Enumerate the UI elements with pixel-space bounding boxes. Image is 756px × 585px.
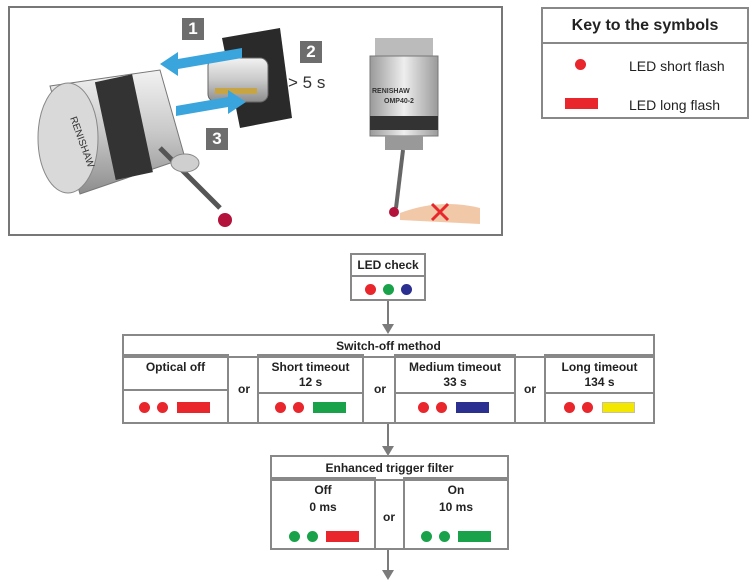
duration-label: > 5 s xyxy=(288,73,326,92)
switch-off-title: Switch-off method xyxy=(124,336,653,358)
option-filter-on: On 10 ms xyxy=(403,477,509,550)
red-dot-icon xyxy=(436,402,447,413)
arrow-remove xyxy=(160,48,242,76)
red-bar-icon xyxy=(565,98,598,109)
arrow-down-icon xyxy=(382,324,394,334)
red-dot-icon xyxy=(564,402,575,413)
step-1-badge: 1 xyxy=(182,18,204,40)
green-dot-icon xyxy=(439,531,450,542)
cell-divider xyxy=(396,392,514,394)
probe-body-right xyxy=(369,38,480,224)
cell-divider xyxy=(546,392,653,394)
option-value: 12 s xyxy=(298,375,323,389)
option-filter-off: Off 0 ms xyxy=(270,477,376,550)
green-bar-icon xyxy=(458,531,491,542)
led-check-title: LED check xyxy=(352,255,424,277)
green-dot-icon xyxy=(307,531,318,542)
option-value: 0 ms xyxy=(309,500,337,514)
probe-body-left: RENISHAW xyxy=(37,69,232,227)
connector-line xyxy=(387,550,389,572)
connector-line xyxy=(387,424,389,449)
probe-model-label: OMP40-2 xyxy=(384,98,414,105)
option-name: On xyxy=(447,483,465,497)
option-name: Optical off xyxy=(145,360,206,374)
trigger-filter-box: Enhanced trigger filter Off 0 ms or On 1… xyxy=(270,455,509,550)
red-dot-icon xyxy=(575,59,586,70)
blue-bar-icon xyxy=(456,402,489,413)
or-label: or xyxy=(383,510,395,524)
option-name: Long timeout xyxy=(561,360,638,374)
led-check-box: LED check xyxy=(350,253,426,301)
step-2-badge: 2 xyxy=(300,41,322,63)
trigger-filter-title: Enhanced trigger filter xyxy=(272,457,507,481)
red-bar-icon xyxy=(326,531,359,542)
key-title: Key to the symbols xyxy=(543,9,747,44)
switch-off-box: Switch-off method Optical off or Short t… xyxy=(122,334,655,424)
battery-cassette xyxy=(207,28,292,128)
or-label: or xyxy=(374,382,386,396)
connector-line xyxy=(387,301,389,327)
option-optical-off: Optical off xyxy=(122,354,229,424)
red-dot-icon xyxy=(365,284,376,295)
key-label-long: LED long flash xyxy=(629,97,721,113)
yellow-bar-icon xyxy=(602,402,635,413)
green-bar-icon xyxy=(313,402,346,413)
green-dot-icon xyxy=(383,284,394,295)
option-long-timeout: Long timeout 134 s xyxy=(544,354,655,424)
or-label: or xyxy=(238,382,250,396)
option-value: 10 ms xyxy=(438,500,474,514)
green-dot-icon xyxy=(421,531,432,542)
key-item-short-flash: LED short flash xyxy=(543,54,747,78)
arrow-down-icon xyxy=(382,446,394,456)
probe-illustration-panel: RENISHAW 1 2 3 > 5 s RENISHAW xyxy=(8,6,503,236)
red-dot-icon xyxy=(582,402,593,413)
cell-divider xyxy=(259,392,362,394)
red-dot-icon xyxy=(139,402,150,413)
or-label: or xyxy=(524,382,536,396)
arrow-down-icon xyxy=(382,570,394,580)
option-name: Medium timeout xyxy=(409,360,501,374)
probe-battery-illustration: RENISHAW xyxy=(37,28,480,227)
red-dot-icon xyxy=(275,402,286,413)
option-name: Short timeout xyxy=(271,360,350,374)
cell-divider xyxy=(124,389,227,391)
red-dot-icon xyxy=(418,402,429,413)
option-medium-timeout: Medium timeout 33 s xyxy=(394,354,516,424)
option-name: Off xyxy=(314,483,332,497)
red-dot-icon xyxy=(293,402,304,413)
probe-brand-label: RENISHAW xyxy=(372,88,410,95)
red-bar-icon xyxy=(177,402,210,413)
option-short-timeout: Short timeout 12 s xyxy=(257,354,364,424)
red-dot-icon xyxy=(157,402,168,413)
key-item-long-flash: LED long flash xyxy=(543,93,747,117)
key-label-short: LED short flash xyxy=(629,58,725,74)
option-value: 33 s xyxy=(443,375,467,389)
step-3-badge: 3 xyxy=(206,128,228,150)
blue-dot-icon xyxy=(401,284,412,295)
green-dot-icon xyxy=(289,531,300,542)
symbol-key: Key to the symbols LED short flash LED l… xyxy=(541,7,749,119)
option-value: 134 s xyxy=(584,375,615,389)
arrow-insert xyxy=(176,90,246,116)
